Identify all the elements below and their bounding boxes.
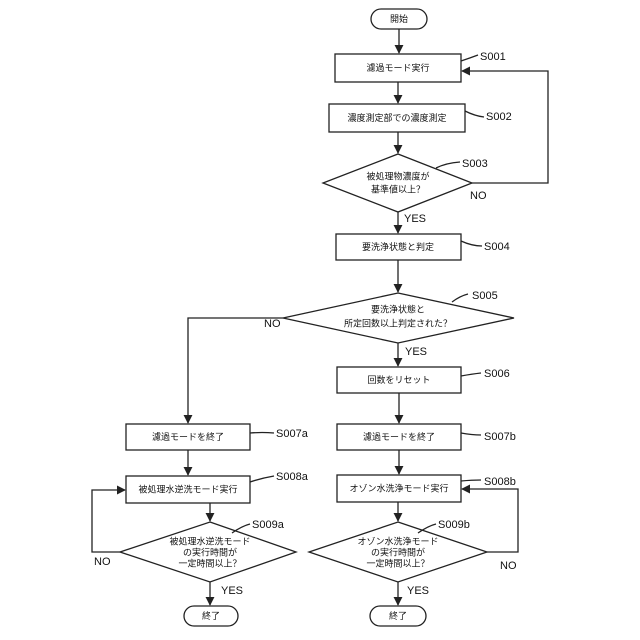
- decision-s009a: 被処理水逆洗モード の実行時間が 一定時間以上？ S009a: [120, 519, 296, 582]
- end-terminal-right: 終了: [370, 606, 426, 626]
- s009b-yes-label: YES: [407, 585, 429, 597]
- step-s004-text: 要洗浄状態と判定: [362, 241, 434, 253]
- end-right-label: 終了: [389, 610, 407, 622]
- s007a-leader: [250, 433, 274, 434]
- step-s008a-id: S008a: [276, 471, 309, 483]
- s008a-leader: [250, 476, 274, 482]
- decision-s005-line2: 所定回数以上判定された？: [344, 318, 452, 330]
- s005-yes-label: YES: [405, 346, 427, 358]
- step-s009a-id: S009a: [252, 519, 285, 531]
- decision-s009b: オゾン水洗浄モード の実行時間が 一定時間以上？ S009b: [309, 519, 487, 582]
- end-terminal-left: 終了: [184, 606, 238, 626]
- s003-yes-label: YES: [404, 213, 426, 225]
- decision-s003-line2: 基準値以上？: [371, 184, 425, 196]
- s009b-no-label: NO: [500, 560, 517, 572]
- arrow-s009b-no-loop: [462, 489, 518, 552]
- s005-leader: [452, 294, 468, 302]
- step-s002-id: S002: [486, 111, 512, 123]
- step-s003-id: S003: [462, 158, 488, 170]
- s009a-no-label: NO: [94, 556, 111, 568]
- decision-s005: 要洗浄状態と 所定回数以上判定された？ S005: [283, 290, 514, 343]
- step-s001-id: S001: [480, 51, 506, 63]
- decision-s009b-line3: 一定時間以上？: [366, 558, 429, 570]
- step-s008b-id: S008b: [484, 476, 516, 488]
- s006-leader: [461, 373, 481, 376]
- step-s008b-text: オゾン水洗浄モード実行: [349, 483, 448, 495]
- s002-leader: [465, 111, 484, 117]
- decision-s009b-line1: オゾン水洗浄モード: [357, 536, 438, 548]
- step-s008a: 被処理水逆洗モード実行 S008a: [126, 471, 309, 503]
- step-s004-id: S004: [484, 241, 510, 253]
- step-s005-id: S005: [472, 290, 498, 302]
- step-s006-text: 回数をリセット: [367, 374, 430, 386]
- step-s004: 要洗浄状態と判定 S004: [336, 234, 510, 260]
- arrow-s009a-no-loop: [92, 490, 125, 552]
- step-s002: 濃度測定部での濃度測定 S002: [329, 104, 512, 132]
- step-s001-text: 濾過モード実行: [366, 62, 429, 74]
- s007b-leader: [461, 433, 481, 435]
- start-label: 開始: [390, 13, 408, 25]
- s005-no-label: NO: [264, 318, 281, 330]
- end-left-label: 終了: [202, 610, 220, 622]
- arrow-s005-no: [188, 318, 283, 423]
- step-s007a-id: S007a: [276, 428, 309, 440]
- step-s001: 濾過モード実行 S001: [335, 51, 506, 82]
- decision-s009a-line2: の実行時間が: [183, 547, 237, 559]
- s001-leader: [461, 55, 478, 61]
- decision-s009a-line3: 一定時間以上？: [178, 558, 241, 570]
- step-s007b-text: 濾過モードを終了: [363, 431, 435, 443]
- s009a-yes-label: YES: [221, 585, 243, 597]
- start-terminal: 開始: [371, 9, 427, 29]
- decision-s005-line1: 要洗浄状態と: [371, 304, 425, 316]
- decision-s009a-line1: 被処理水逆洗モード: [169, 536, 250, 548]
- step-s007b-id: S007b: [484, 431, 516, 443]
- s004-leader: [461, 241, 482, 246]
- step-s007a: 濾過モードを終了 S007a: [126, 424, 309, 450]
- s003-leader: [436, 162, 460, 168]
- step-s007b: 濾過モードを終了 S007b: [337, 424, 516, 450]
- step-s009b-id: S009b: [438, 519, 470, 531]
- step-s002-text: 濃度測定部での濃度測定: [347, 112, 446, 124]
- decision-s009b-line2: の実行時間が: [371, 547, 425, 559]
- s003-no-label: NO: [470, 190, 487, 202]
- decision-s003-line1: 被処理物濃度が: [366, 171, 429, 183]
- s009a-leader: [232, 524, 250, 533]
- decision-s003: 被処理物濃度が 基準値以上？ S003: [323, 154, 488, 212]
- step-s007a-text: 濾過モードを終了: [152, 431, 224, 443]
- step-s006: 回数をリセット S006: [337, 367, 510, 393]
- s008b-leader: [461, 480, 481, 481]
- step-s006-id: S006: [484, 368, 510, 380]
- step-s008a-text: 被処理水逆洗モード実行: [138, 484, 237, 496]
